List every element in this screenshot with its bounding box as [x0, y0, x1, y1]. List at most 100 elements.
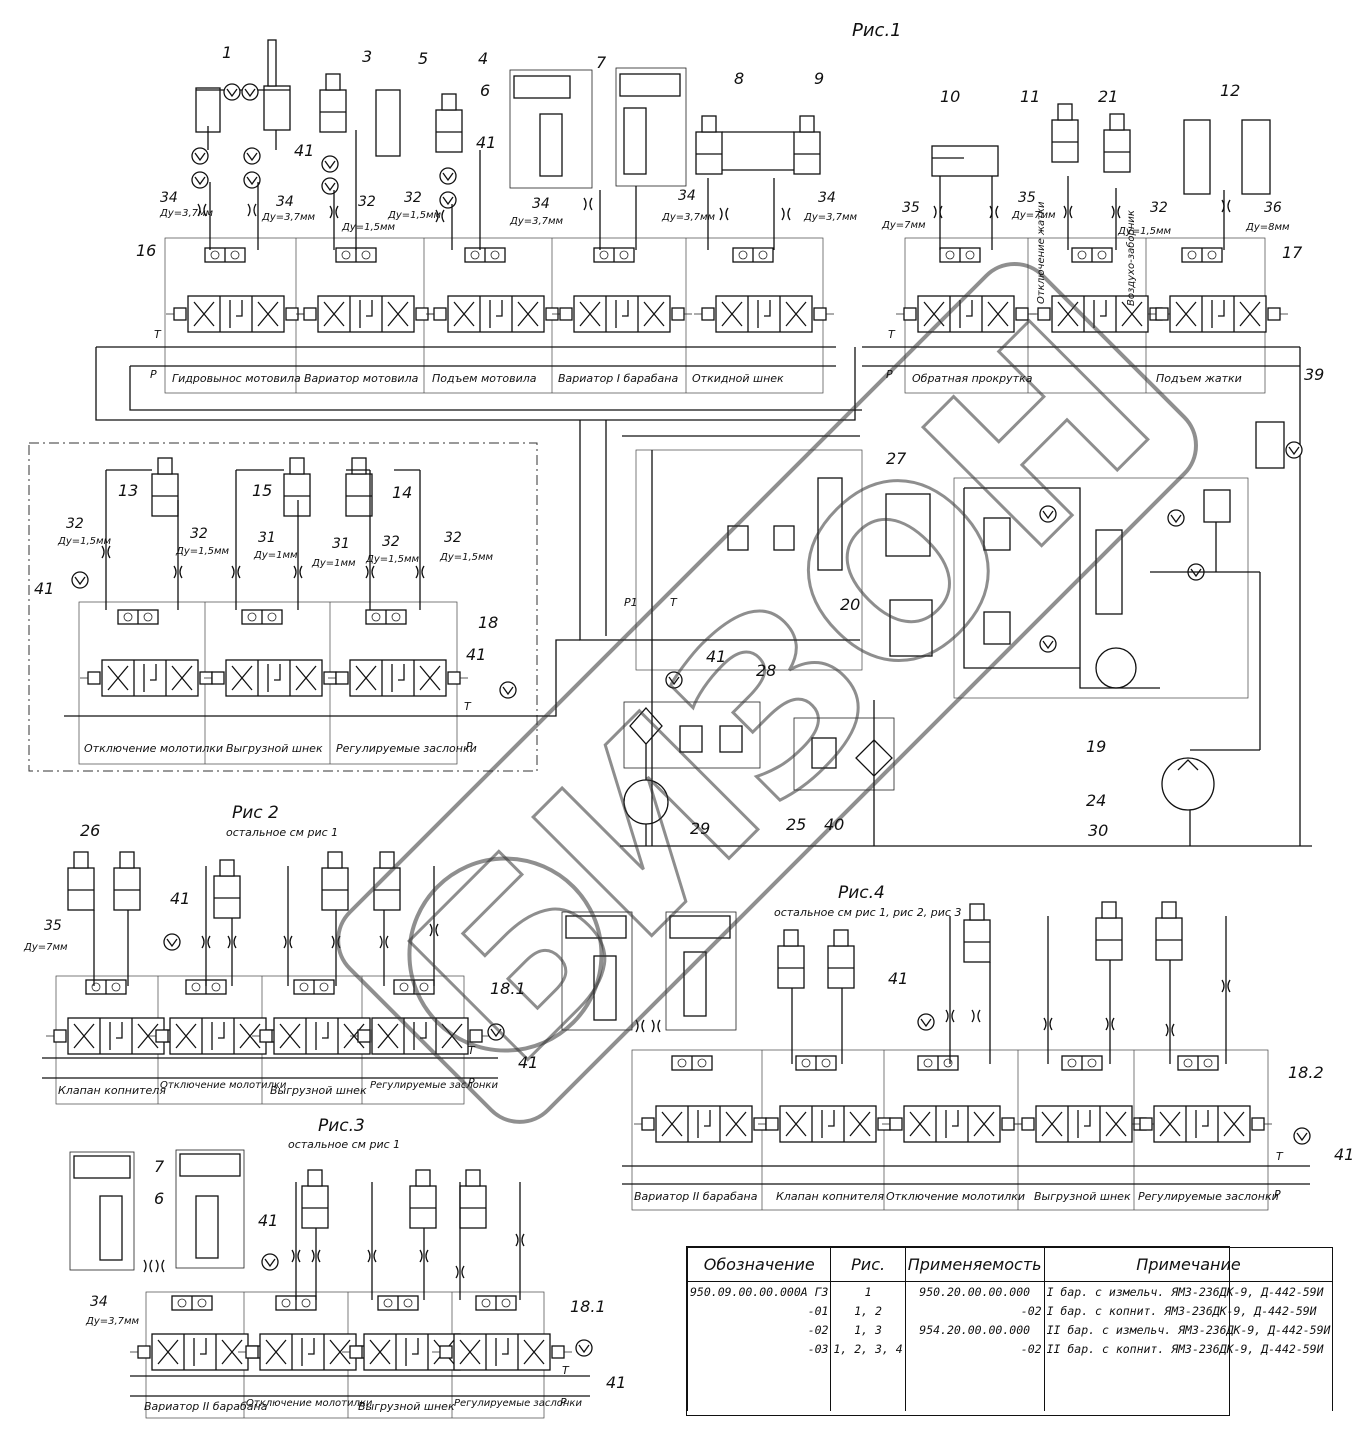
cell-applicability: 950.20.00.00.000 [904, 1281, 1045, 1301]
cell-figure: 1, 2 [830, 1301, 906, 1320]
svg-text:Ду=8мм: Ду=8мм [1245, 222, 1290, 233]
pos-18-1a: 18.1 [490, 979, 526, 998]
svg-text:P: P [1274, 1188, 1281, 1201]
pos-39: 39 [1304, 365, 1324, 384]
svg-text:35: 35 [1018, 190, 1036, 206]
pos-14: 14 [392, 483, 412, 502]
pos-41d: 41 [466, 645, 486, 664]
fig1-block-18 [28, 442, 580, 772]
svg-text:Ду=1,5мм: Ду=1,5мм [1117, 226, 1172, 237]
svg-text:Выгрузной шнек: Выгрузной шнек [226, 742, 323, 755]
svg-text:Ду=3,7мм: Ду=3,7мм [661, 212, 716, 223]
pos-6: 6 [480, 81, 490, 100]
pos-41g: 41 [518, 1053, 538, 1072]
col-figure: Рис. [830, 1247, 906, 1282]
svg-text:32: 32 [358, 194, 376, 210]
position-labels: 1 3 5 4 6 7 8 9 10 11 21 12 16 17 39 41 … [34, 43, 1354, 1392]
fig2-title: Рис 2 [232, 803, 279, 823]
svg-text:Ду=1,5мм: Ду=1,5мм [175, 546, 230, 557]
restrictor-labels: 34 Ду=3,7мм 34 Ду=3,7мм 32 Ду=1,5мм 32 Д… [23, 188, 1290, 1327]
svg-text:Вариатор мотовила: Вариатор мотовила [304, 372, 419, 385]
cell-note: I бар. с измельч. ЯМЗ-236ДК-9, Д-442-59И [1043, 1281, 1334, 1301]
pos-11: 11 [1020, 87, 1040, 106]
svg-text:Ду=1,5мм: Ду=1,5мм [439, 552, 494, 563]
svg-text:T: T [888, 328, 896, 341]
pos-41a: 41 [476, 133, 496, 152]
svg-text:Отключение молотилки: Отключение молотилки [160, 1080, 287, 1091]
svg-text:Ду=3,7мм: Ду=3,7мм [85, 1316, 140, 1327]
pos-24: 24 [1086, 791, 1106, 810]
svg-text:Ду=3,7мм: Ду=3,7мм [159, 208, 214, 219]
svg-text:Ду=1,5мм: Ду=1,5мм [57, 536, 112, 547]
pos-18-1b: 18.1 [570, 1297, 606, 1316]
pos-27: 27 [886, 449, 907, 468]
table-row: 950.09.00.00.000А ГЗ 1 950.20.00.00.000 … [686, 1281, 1334, 1301]
table-header-row: Обозначение Рис. Применяемость Примечани… [686, 1247, 1334, 1282]
svg-text:32: 32 [404, 190, 422, 206]
pos-20: 20 [840, 595, 860, 614]
pos-28: 28 [756, 661, 776, 680]
pos-17: 17 [1282, 243, 1303, 262]
svg-text:Выгрузной шнек: Выгрузной шнек [270, 1084, 367, 1097]
pos-41e: 41 [706, 647, 726, 666]
svg-text:Ду=1,5мм: Ду=1,5мм [341, 222, 396, 233]
col-applicability: Применяемость [904, 1247, 1045, 1282]
fig1-block-17 [862, 103, 1303, 846]
pos-4: 4 [478, 49, 488, 68]
svg-text:P: P [468, 1076, 475, 1089]
svg-text:Подъем жатки: Подъем жатки [1156, 372, 1242, 385]
svg-text:T: T [468, 1044, 476, 1057]
svg-text:Ду=7мм: Ду=7мм [23, 942, 68, 953]
pos-21: 21 [1098, 87, 1118, 106]
svg-text:32: 32 [66, 516, 84, 532]
pos-8: 8 [734, 69, 744, 88]
svg-text:T: T [154, 328, 162, 341]
section-labels: Гидровынос мотовила Вариатор мотовила По… [58, 201, 1279, 1413]
cell-note: II бар. с копнит. ЯМЗ-236ДК-9, Д-442-59И [1043, 1339, 1334, 1358]
svg-text:Ду=1мм: Ду=1мм [253, 550, 298, 561]
pos-18-2: 18.2 [1288, 1063, 1324, 1082]
cell-applicability: 954.20.00.00.000 [904, 1320, 1045, 1339]
pos-41b: 41 [294, 141, 314, 160]
svg-text:Откидной шнек: Откидной шнек [692, 372, 784, 385]
svg-text:36: 36 [1264, 200, 1282, 216]
svg-text:P1: P1 [624, 596, 638, 609]
pos-7b: 7 [154, 1157, 165, 1176]
svg-text:34: 34 [818, 190, 836, 206]
svg-text:Регулируемые заслонки: Регулируемые заслонки [454, 1398, 582, 1409]
svg-text:Регулируемые заслонки: Регулируемые заслонки [336, 742, 477, 755]
svg-text:P: P [886, 368, 893, 381]
svg-text:Отключение жатки: Отключение жатки [1036, 201, 1047, 304]
cell-figure: 1, 3 [830, 1320, 906, 1339]
svg-text:T: T [562, 1364, 570, 1377]
svg-text:Ду=1,5мм: Ду=1,5мм [387, 210, 442, 221]
svg-text:P: P [560, 1396, 567, 1409]
table-row: -02 1, 3 954.20.00.00.000 II бар. с изме… [686, 1320, 1334, 1339]
pos-5: 5 [418, 49, 428, 68]
svg-text:Ду=3,7мм: Ду=3,7мм [261, 212, 316, 223]
svg-text:Вариатор II барабана: Вариатор II барабана [634, 1190, 758, 1203]
svg-text:Гидровынос мотовила: Гидровынос мотовила [172, 372, 301, 385]
pos-12: 12 [1220, 81, 1240, 100]
svg-text:Ду=3,7мм: Ду=3,7мм [803, 212, 858, 223]
fig3-block [69, 1149, 593, 1419]
fig3-title: Рис.3 [318, 1116, 365, 1136]
pos-7: 7 [596, 53, 607, 72]
svg-text:P: P [466, 740, 473, 753]
fig4-note: остальное см рис 1, рис 2, рис 3 [774, 906, 961, 919]
pos-26: 26 [80, 821, 100, 840]
pos-41h: 41 [258, 1211, 278, 1230]
pos-19: 19 [1086, 737, 1106, 756]
pos-41c: 41 [34, 579, 54, 598]
svg-text:Ду=3,7мм: Ду=3,7мм [509, 216, 564, 227]
svg-text:Ду=7мм: Ду=7мм [1011, 210, 1056, 221]
svg-text:32: 32 [444, 530, 462, 546]
svg-text:Отключение молотилки: Отключение молотилки [84, 742, 223, 755]
cell-designation: 950.09.00.00.000А ГЗ [686, 1281, 832, 1301]
pos-10: 10 [940, 87, 960, 106]
cell-designation: -02 [686, 1320, 832, 1339]
svg-text:34: 34 [90, 1294, 108, 1310]
pos-13: 13 [118, 481, 138, 500]
svg-text:32: 32 [190, 526, 208, 542]
